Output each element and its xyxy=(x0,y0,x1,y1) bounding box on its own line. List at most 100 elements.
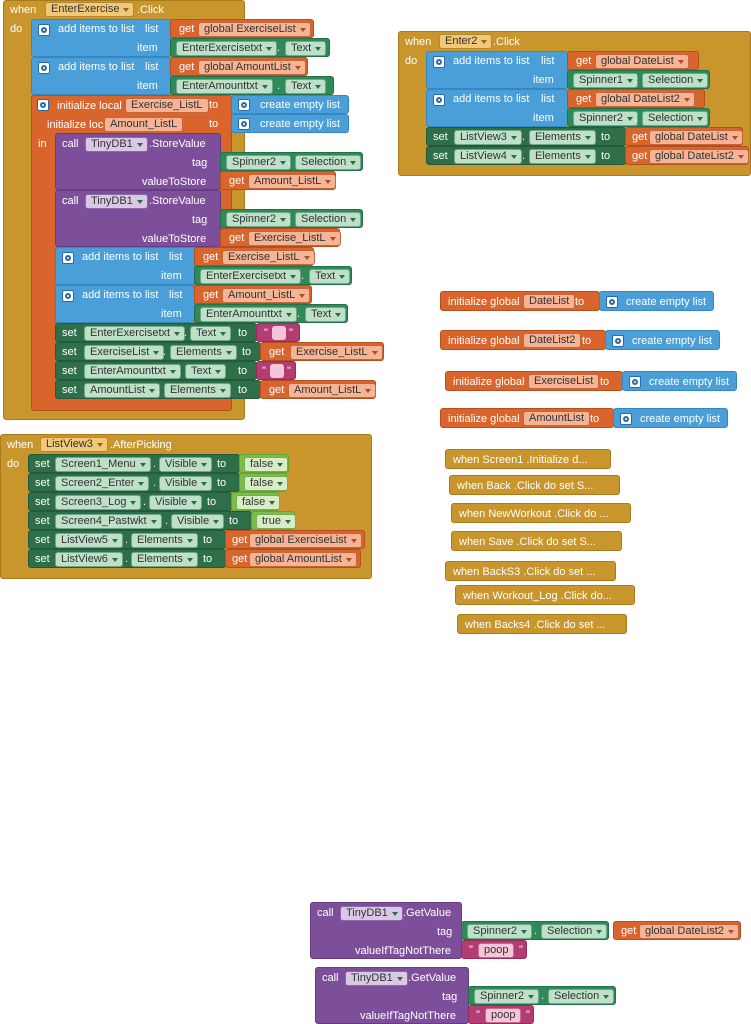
call-tinydb-storevalue-1[interactable]: call TinyDB1 .StoreValue tag valueToStor… xyxy=(55,133,221,190)
initialize-global-datelist2[interactable]: initialize global DateList2 to xyxy=(440,330,606,350)
component-dropdown[interactable]: EnterAmounttxt xyxy=(200,307,297,322)
logic-false-block[interactable]: false xyxy=(239,454,289,473)
mutator-gear-icon[interactable] xyxy=(238,99,250,111)
property-dropdown[interactable]: Elements xyxy=(164,383,231,398)
create-empty-list-block-1[interactable]: create empty list xyxy=(231,95,349,114)
mutator-gear-icon[interactable] xyxy=(433,56,445,68)
mutator-gear-icon[interactable] xyxy=(38,62,50,74)
add-items-to-list-block-5[interactable]: add items to list list item xyxy=(426,51,568,89)
component-dropdown[interactable]: ListView6 xyxy=(55,552,123,567)
get-exercise-listl[interactable]: get Exercise_ListL xyxy=(260,342,384,361)
component-dropdown[interactable]: ListView5 xyxy=(55,533,123,548)
variable-dropdown[interactable]: global DateList2 xyxy=(639,924,739,939)
text-value-field[interactable]: poop xyxy=(478,943,515,958)
component-dropdown-tinydb1[interactable]: TinyDB1 xyxy=(85,137,148,152)
global-name-field[interactable]: ExerciseList xyxy=(528,374,600,389)
mutator-gear-icon[interactable] xyxy=(62,290,74,302)
property-dropdown[interactable]: Selection xyxy=(541,924,608,939)
local-name-exercise-listl[interactable]: Exercise_ListL xyxy=(125,98,209,113)
set-enteramounttxt-text[interactable]: set EnterAmounttxt . Text to xyxy=(55,361,257,380)
set-enterexercisetxt-text[interactable]: set EnterExercisetxt . Text to xyxy=(55,323,257,342)
property-dropdown[interactable]: Selection xyxy=(642,73,709,88)
component-getter-enterexercisetxt-text[interactable]: EnterExercisetxt . Text xyxy=(194,266,352,285)
create-empty-list-block[interactable]: create empty list xyxy=(599,291,714,311)
component-dropdown[interactable]: EnterAmounttxt xyxy=(176,79,273,94)
component-dropdown[interactable]: AmountList xyxy=(84,383,161,398)
property-dropdown[interactable]: Elements xyxy=(529,149,596,164)
set-exerciselist-elements[interactable]: set ExerciseList . Elements to xyxy=(55,342,261,361)
component-dropdown-enter2[interactable]: Enter2 xyxy=(439,34,493,49)
property-dropdown[interactable]: Visible xyxy=(159,476,213,491)
logic-true-block[interactable]: true xyxy=(251,511,296,530)
get-global-datelist2[interactable]: get global DateList2 xyxy=(567,89,705,108)
property-dropdown[interactable]: Text xyxy=(190,326,232,341)
property-dropdown[interactable]: Elements xyxy=(131,533,198,548)
component-dropdown[interactable]: Spinner2 xyxy=(226,212,292,227)
variable-dropdown[interactable]: global AmountList xyxy=(249,552,357,567)
boolean-dropdown[interactable]: false xyxy=(244,476,289,491)
property-dropdown[interactable]: Selection xyxy=(642,111,709,126)
initialize-global-amountlist[interactable]: initialize global AmountList to xyxy=(440,408,614,428)
collapsed-event-workout-log-click[interactable]: when Workout_Log .Click do... xyxy=(455,585,635,605)
property-dropdown[interactable]: Selection xyxy=(295,212,362,227)
variable-dropdown[interactable]: Amount_ListL xyxy=(288,383,377,398)
component-getter-spinner1-selection[interactable]: Spinner1 . Selection xyxy=(567,70,710,89)
local-name-amount-listl[interactable]: Amount_ListL xyxy=(104,117,184,132)
component-dropdown-enterexercise[interactable]: EnterExercise xyxy=(45,2,135,17)
property-dropdown[interactable]: Elements xyxy=(170,345,237,360)
collapsed-event-backs3-click[interactable]: when BackS3 .Click do set ... xyxy=(445,561,616,581)
component-dropdown[interactable]: ExerciseList xyxy=(84,345,165,360)
mutator-gear-icon[interactable] xyxy=(433,94,445,106)
component-dropdown-listview3[interactable]: ListView3 xyxy=(40,437,108,452)
collapsed-event-back-click[interactable]: when Back .Click do set S... xyxy=(449,475,620,495)
set-screen3-log-visible[interactable]: set Screen3_Log . Visible to xyxy=(28,492,232,511)
variable-dropdown[interactable]: global DateList2 xyxy=(595,92,695,107)
mutator-gear-icon[interactable] xyxy=(37,99,49,111)
component-dropdown[interactable]: EnterAmounttxt xyxy=(84,364,181,379)
collapsed-event-newworkout-click[interactable]: when NewWorkout .Click do ... xyxy=(451,503,631,523)
property-dropdown[interactable]: Text xyxy=(305,307,347,322)
call-tinydb-getvalue-1[interactable]: call TinyDB1 .GetValue tag valueIfTagNot… xyxy=(310,902,462,959)
property-dropdown[interactable]: Selection xyxy=(295,155,362,170)
get-amount-listl[interactable]: get Amount_ListL xyxy=(194,285,312,304)
component-dropdown[interactable]: Screen3_Log xyxy=(55,495,142,510)
property-dropdown[interactable]: Elements xyxy=(131,552,198,567)
component-dropdown[interactable]: Screen1_Menu xyxy=(55,457,151,472)
mutator-gear-icon[interactable] xyxy=(612,335,624,347)
global-name-field[interactable]: DateList2 xyxy=(523,333,582,348)
component-getter-spinner2-selection[interactable]: Spinner2 . Selection xyxy=(220,152,363,171)
component-dropdown-tinydb1[interactable]: TinyDB1 xyxy=(340,906,403,921)
component-dropdown[interactable]: Spinner1 xyxy=(573,73,639,88)
component-dropdown[interactable]: Spinner2 xyxy=(467,924,533,939)
set-listview4-elements[interactable]: set ListView4 . Elements to xyxy=(426,146,626,165)
variable-dropdown[interactable]: Exercise_ListL xyxy=(222,250,315,265)
variable-dropdown[interactable]: global DateList2 xyxy=(649,149,749,164)
get-global-amountlist[interactable]: get global AmountList xyxy=(170,57,308,76)
create-empty-list-block[interactable]: create empty list xyxy=(622,371,737,391)
get-amount-listl[interactable]: get Amount_ListL xyxy=(260,380,377,399)
add-items-to-list-block-1[interactable]: add items to list list item xyxy=(31,19,171,57)
get-exercise-listl[interactable]: get Exercise_ListL xyxy=(194,247,315,266)
set-screen1-menu-visible[interactable]: set Screen1_Menu . Visible to xyxy=(28,454,240,473)
text-value-field[interactable] xyxy=(272,326,286,340)
property-dropdown[interactable]: Selection xyxy=(548,989,615,1004)
collapsed-event-screen1-initialize[interactable]: when Screen1 .Initialize d... xyxy=(445,449,611,469)
component-getter-enterexercisetxt-text[interactable]: EnterExercisetxt . Text xyxy=(170,38,330,57)
create-empty-list-block[interactable]: create empty list xyxy=(605,330,720,350)
initialize-global-exerciselist[interactable]: initialize global ExerciseList to xyxy=(445,371,623,391)
collapsed-event-backs4-click[interactable]: when Backs4 .Click do set ... xyxy=(457,614,627,634)
component-getter-spinner2-selection[interactable]: Spinner2 . Selection xyxy=(220,209,363,228)
create-empty-list-block-2[interactable]: create empty list xyxy=(231,114,349,133)
variable-dropdown[interactable]: global ExerciseList xyxy=(198,22,311,37)
component-getter-enteramounttxt-text[interactable]: EnterAmounttxt . Text xyxy=(170,76,334,95)
component-getter-spinner2-selection[interactable]: Spinner2 . Selection xyxy=(461,921,609,940)
empty-text-string-block[interactable]: " " xyxy=(256,323,300,342)
component-getter-spinner2-selection[interactable]: Spinner2 . Selection xyxy=(468,986,616,1005)
boolean-dropdown[interactable]: true xyxy=(256,514,296,529)
logic-false-block[interactable]: false xyxy=(239,473,289,492)
component-dropdown[interactable]: EnterExercisetxt xyxy=(200,269,302,284)
initialize-global-datelist[interactable]: initialize global DateList to xyxy=(440,291,600,311)
get-global-datelist2[interactable]: get global DateList2 xyxy=(613,921,741,940)
global-name-field[interactable]: AmountList xyxy=(523,411,591,426)
text-string-block-poop[interactable]: " poop " xyxy=(468,1005,534,1024)
